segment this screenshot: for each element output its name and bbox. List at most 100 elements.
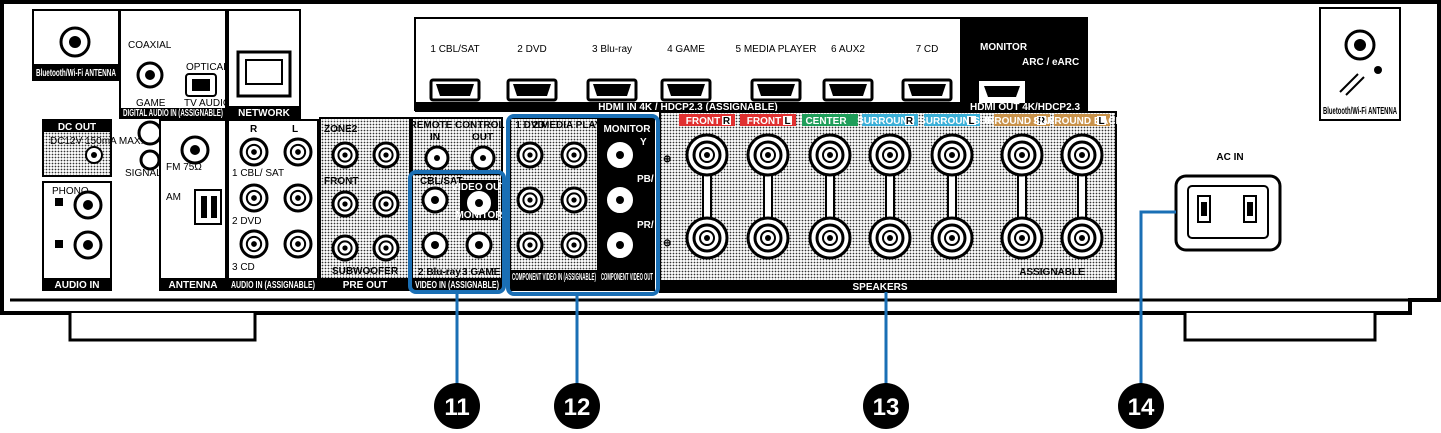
hdmi-in-label-1: 1 CBL/SAT [430, 44, 479, 55]
hdmi-in-label-5: 5 MEDIA PLAYER [736, 44, 817, 55]
y-label: Y [640, 137, 647, 148]
assignable-label: ASSIGNABLE [1019, 267, 1085, 278]
video-out-label: VIDEO OUT [451, 182, 506, 193]
speaker-terminal-pair-2 [746, 133, 790, 260]
audio-in-l: L [292, 124, 298, 135]
zone2-jack-r [331, 141, 359, 169]
speaker-channel-7: SURROUND BACK [1033, 116, 1123, 127]
audio-src-1: 1 CBL/ SAT [232, 168, 284, 179]
video-in-label: VIDEO IN (ASSIGNABLE) [415, 280, 499, 291]
antenna-label: ANTENNA [169, 280, 218, 291]
component-in-dvd-2 [516, 186, 544, 214]
bt-right-box [1319, 7, 1401, 121]
callout-12-number: 12 [564, 394, 591, 421]
pr-label: PR/ CR [637, 220, 672, 231]
phono-label: PHONO [52, 186, 89, 197]
remote-control-label: REMOTE CONTROL [410, 120, 505, 131]
callout-13: 13 [863, 383, 909, 429]
subwoofer-label: SUBWOOFER [332, 266, 399, 277]
speaker-channel-2: FRONT [747, 116, 781, 127]
hdmi-in-label-4: 4 GAME [667, 44, 705, 55]
component-in-media-2 [560, 186, 588, 214]
hdmi-in-port-5 [750, 78, 802, 102]
speaker-channel-3: CENTER [805, 116, 847, 127]
speaker-channel-4: SURROUND [857, 116, 915, 127]
signal-gnd-label: SIGNAL GND [125, 168, 186, 179]
front-jack-r [331, 190, 359, 218]
foot-right [1183, 313, 1377, 342]
speaker-terminal-pair-3 [808, 133, 852, 260]
speaker-channel-6: SURROUND BACK [973, 116, 1063, 127]
component-in-dvd-1 [516, 141, 544, 169]
blu-ray-label: 2 Blu-ray [418, 267, 461, 278]
network-label: NETWORK [238, 108, 290, 119]
audio-in-r: R [250, 124, 258, 135]
callout-11-number: 11 [444, 394, 469, 421]
zone2-jack-l [372, 141, 400, 169]
audio-in-jack-l-2 [283, 183, 313, 213]
hdmi-out-title: HDMI OUT 4K/HDCP2.3 [970, 102, 1080, 113]
hdmi-in-label-6: 6 AUX2 [831, 44, 865, 55]
optical-label: OPTICAL [186, 62, 229, 73]
front-pre-label: FRONT [324, 176, 358, 187]
callout-14-line [1139, 210, 1176, 385]
comp-monitor-label: MONITOR [603, 124, 651, 135]
rc-out-label: OUT [472, 132, 493, 143]
component-out-label: COMPONENT VIDEO OUT [601, 272, 653, 283]
callout-11: 11 [434, 383, 480, 429]
zone2-label: ZONE2 [324, 124, 358, 135]
hdmi-in-port-6 [822, 78, 874, 102]
tv-audio-label: TV AUDIO [184, 98, 231, 109]
hdmi-in-label-7: 7 CD [916, 44, 939, 55]
arc-label: ARC / eARC [1022, 57, 1079, 68]
hdmi-in-port-2 [506, 78, 558, 102]
minus-symbol: ⊖ [663, 238, 671, 249]
hdmi-in-port-7 [901, 78, 953, 102]
component-in-media-1 [560, 141, 588, 169]
hdmi-in-port-4 [660, 78, 712, 102]
plus-symbol: ⊕ [663, 154, 671, 165]
speaker-terminal-pair-7 [1060, 133, 1104, 260]
callout-12-frame [506, 114, 660, 296]
rc-in-label: IN [430, 132, 440, 143]
front-jack-l [372, 190, 400, 218]
callout-14: 14 [1118, 383, 1164, 429]
audio-in-jack-r-3 [239, 229, 269, 259]
component-in-dvd-3 [516, 231, 544, 259]
hdmi-in-label-2: 2 DVD [517, 44, 546, 55]
callout-13-number: 13 [873, 394, 900, 421]
monitor-small-label: MONITOR [455, 210, 503, 221]
speaker-side-6: R [1038, 116, 1046, 127]
hdmi-in-port-1 [429, 78, 481, 102]
speaker-header-3: CENTER [802, 114, 858, 127]
audio-in-jack-l-1 [283, 137, 313, 167]
am-label: AM [166, 192, 181, 203]
dc-spec-label: DC12V 150mA MAX. [50, 136, 143, 147]
component-in-label: COMPONENT VIDEO IN (ASSIGNABLE) [512, 272, 596, 283]
game3-label: 3 GAME [462, 267, 501, 278]
callout-14-number: 14 [1128, 394, 1155, 421]
speaker-terminal-pair-1 [685, 133, 729, 260]
bt-right-label: Bluetooth/Wi-Fi ANTENNA [1323, 106, 1397, 117]
speaker-side-5: L [968, 116, 974, 127]
audio-in-label: AUDIO IN [55, 280, 100, 291]
speaker-channel-5: SURROUND [919, 116, 977, 127]
digital-audio-label: DIGITAL AUDIO IN (ASSIGNABLE) [123, 108, 223, 119]
coaxial-label: COAXIAL [128, 40, 172, 51]
subwoofer-jack-1 [331, 234, 359, 262]
hdmi-in-port-3 [586, 78, 638, 102]
subwoofer-jack-2 [372, 234, 400, 262]
speaker-terminal-pair-6 [1000, 133, 1044, 260]
speaker-channel-1: FRONT [686, 116, 720, 127]
game-label: GAME [136, 98, 166, 109]
audio-in-jack-r-1 [239, 137, 269, 167]
dc-out-label: DC OUT [58, 122, 96, 133]
ac-in-label: AC IN [1216, 152, 1243, 163]
